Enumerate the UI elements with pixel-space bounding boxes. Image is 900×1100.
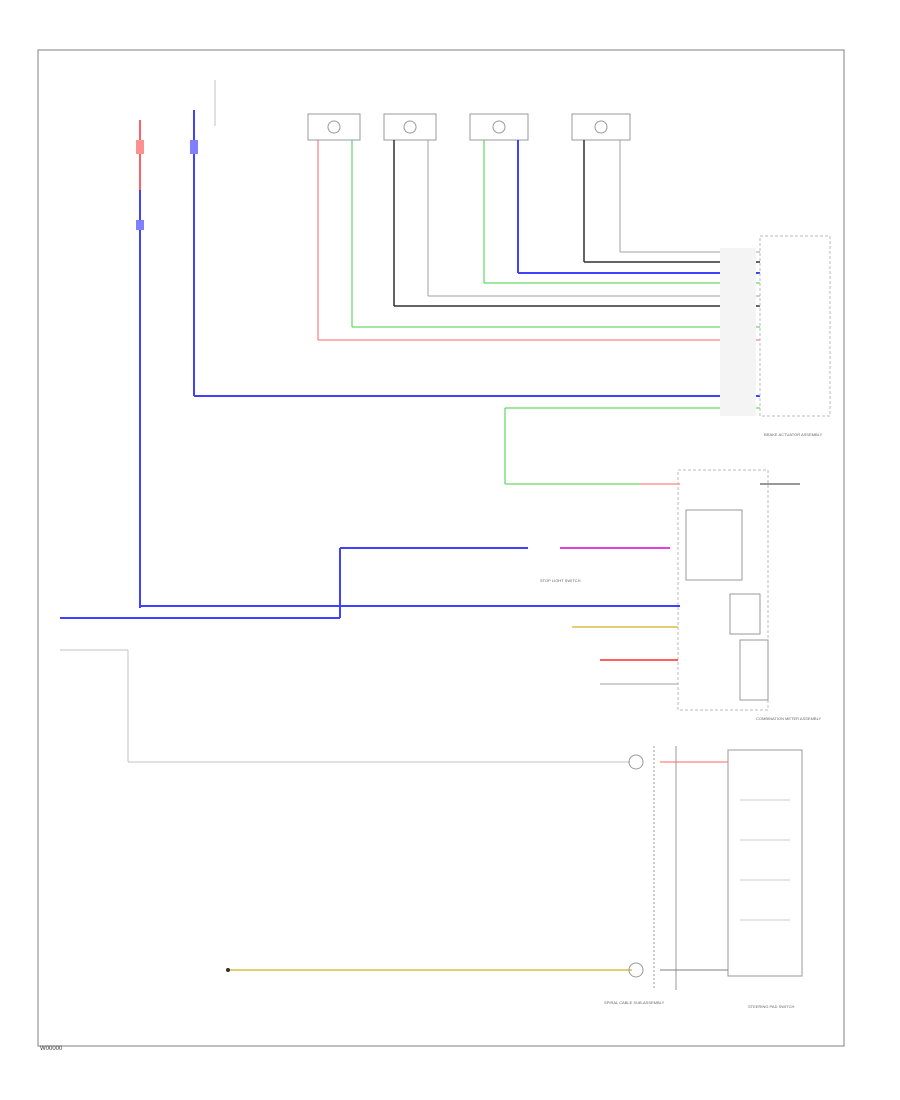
speed-sensor-rr: [469, 113, 529, 283]
horn-circuit: [60, 649, 728, 990]
steering-pad-switch: STEERING PAD SWITCH: [727, 749, 803, 1009]
speed-sensor-fr: [383, 113, 437, 306]
svg-text:COMBINATION METER ASSEMBLY: COMBINATION METER ASSEMBLY: [756, 716, 822, 721]
corner-code: W00000: [40, 1046, 63, 1052]
combination-meter: COMBINATION METER ASSEMBLY: [677, 469, 822, 721]
meter-harness: STOP LIGHT SWITCH: [60, 547, 680, 685]
speed-sensor-rl: [571, 113, 631, 262]
power-feed-left: [136, 80, 216, 608]
svg-text:STEERING PAD SWITCH: STEERING PAD SWITCH: [748, 1004, 794, 1009]
speed-sensor-fl: [307, 113, 361, 340]
brake-actuator: BRAKE ACTUATOR ASSEMBLY: [720, 235, 831, 437]
sensor-harness: [194, 251, 760, 485]
bottom-harness: SPIRAL CABLE SUB-ASSEMBLY: [226, 962, 728, 1005]
diagram-frame: [37, 49, 845, 1047]
svg-text:BRAKE ACTUATOR ASSEMBLY: BRAKE ACTUATOR ASSEMBLY: [764, 432, 823, 437]
svg-text:STOP LIGHT SWITCH: STOP LIGHT SWITCH: [540, 578, 581, 583]
svg-text:SPIRAL CABLE SUB-ASSEMBLY: SPIRAL CABLE SUB-ASSEMBLY: [604, 1000, 665, 1005]
